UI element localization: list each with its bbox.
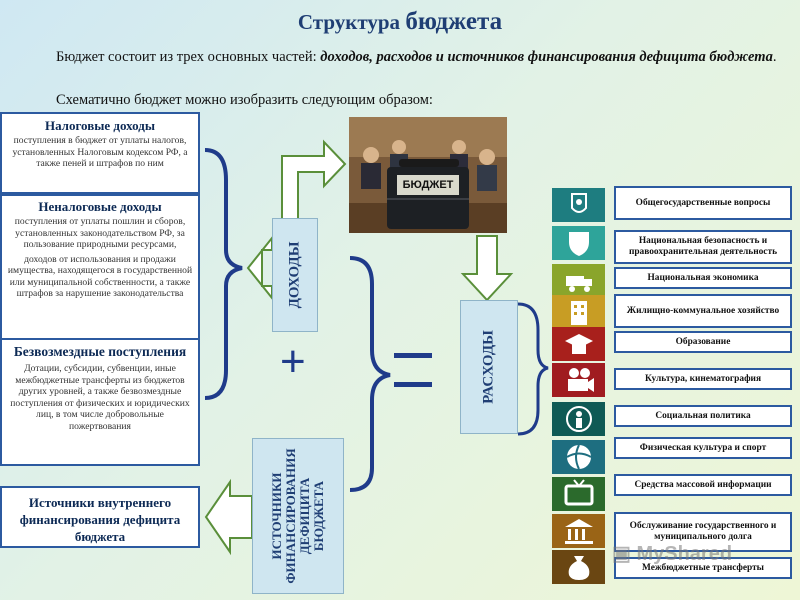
- tv-icon: [564, 479, 593, 506]
- gratuitous-receipts-box: Безвозмездные поступления Дотации, субси…: [0, 338, 200, 466]
- expense-icon-cell: [552, 226, 605, 260]
- page-title: Структура бюджета: [297, 8, 503, 35]
- budget-photo: БЮДЖЕТ: [349, 117, 507, 233]
- plus-sign: +: [280, 337, 306, 386]
- expense-item-label: Межбюджетные трансферты: [614, 557, 792, 579]
- revenue-left-arrow: [246, 235, 273, 301]
- financing-sources-box: Источники внутреннего финансирования деф…: [0, 486, 200, 548]
- expense-icon-cell: [552, 327, 605, 361]
- expenses-brace: [517, 302, 549, 436]
- non-tax-revenue-title: Неналоговые доходы: [38, 199, 162, 214]
- expense-item-label: Национальная экономика: [614, 267, 792, 289]
- budget-to-expenses-arrow: [460, 235, 514, 302]
- expense-item-label: Социальная политика: [614, 405, 792, 427]
- truck-icon: [565, 276, 592, 292]
- ball-icon: [565, 444, 592, 470]
- non-tax-revenue-desc-1: поступления от уплаты пошлин и сборов, у…: [14, 216, 186, 250]
- graduation-cap-icon: [564, 334, 593, 354]
- equals-bottom-bar: [394, 382, 432, 387]
- money-bag-icon: [568, 556, 589, 580]
- tax-revenue-title: Налоговые доходы: [44, 118, 156, 133]
- emblem-icon: [570, 193, 587, 213]
- building-icon: [570, 301, 587, 325]
- expense-icon-cell: [552, 264, 605, 298]
- expense-item-label: Общегосударственные вопросы: [614, 186, 792, 220]
- shield-icon: [568, 232, 589, 256]
- revenue-brace: [204, 148, 243, 400]
- expense-item-label: Жилищно-коммунальное хозяйство: [614, 294, 792, 328]
- sum-brace: [349, 256, 391, 492]
- expense-item-label: Обслуживание государственного и муниципа…: [614, 512, 792, 552]
- tax-revenue-box: Налоговые доходы поступления в бюджет от…: [0, 112, 200, 194]
- briefcase-label: БЮДЖЕТ: [402, 179, 454, 191]
- watermark: ▣ MyShared: [612, 543, 733, 565]
- tax-revenue-desc: поступления в бюджет от уплаты налогов, …: [12, 135, 188, 169]
- equals-top-bar: [394, 353, 432, 358]
- expense-icon-cell: [552, 188, 605, 222]
- gratuitous-receipts-desc: Дотации, субсидии, субвенции, иные межбю…: [10, 363, 190, 432]
- expense-icon-cell: [552, 550, 605, 584]
- expense-item-label: Средства массовой информации: [614, 474, 792, 496]
- expense-icon-cell: [552, 514, 605, 548]
- expenses-label-text: РАСХОДЫ: [480, 330, 497, 404]
- revenue-to-budget-arrow: [281, 139, 347, 233]
- bank-icon: [564, 519, 593, 544]
- expense-icon-cell: [552, 477, 605, 511]
- social-icon: [565, 406, 592, 432]
- expense-icon-cell: [552, 295, 605, 329]
- revenues-label: ДОХОДЫ: [272, 218, 318, 332]
- expense-item-label: Культура, кинематография: [614, 368, 792, 390]
- sources-label: ИСТОЧНИКИ ФИНАНСИРОВАНИЯ ДЕФИЦИТА БЮДЖЕТ…: [252, 438, 344, 594]
- film-camera-icon: [567, 368, 594, 392]
- expense-icon-cell: [552, 402, 605, 436]
- non-tax-revenue-box: Неналоговые доходы поступления от уплаты…: [0, 194, 200, 340]
- expense-item-label: Физическая культура и спорт: [614, 437, 792, 459]
- financing-left-arrow: [204, 478, 253, 556]
- non-tax-revenue-desc-2: доходов от использования и продажи имуще…: [7, 253, 193, 300]
- expense-item-label: Национальная безопасность и правоохранит…: [614, 230, 792, 264]
- expense-item-label: Образование: [614, 331, 792, 353]
- financing-sources-title: Источники внутреннего финансирования деф…: [19, 495, 181, 544]
- revenues-label-text: ДОХОДЫ: [286, 241, 303, 309]
- expense-icon-cell: [552, 363, 605, 397]
- scheme-text: Схематично бюджет можно изобразить следу…: [56, 92, 433, 108]
- sources-label-text: ИСТОЧНИКИ ФИНАНСИРОВАНИЯ ДЕФИЦИТА БЮДЖЕТ…: [269, 448, 326, 584]
- expenses-label: РАСХОДЫ: [460, 300, 518, 434]
- intro-text: Бюджет состоит из трех основных частей: …: [56, 49, 777, 65]
- expense-icon-cell: [552, 440, 605, 474]
- gratuitous-receipts-title: Безвозмездные поступления: [13, 344, 187, 359]
